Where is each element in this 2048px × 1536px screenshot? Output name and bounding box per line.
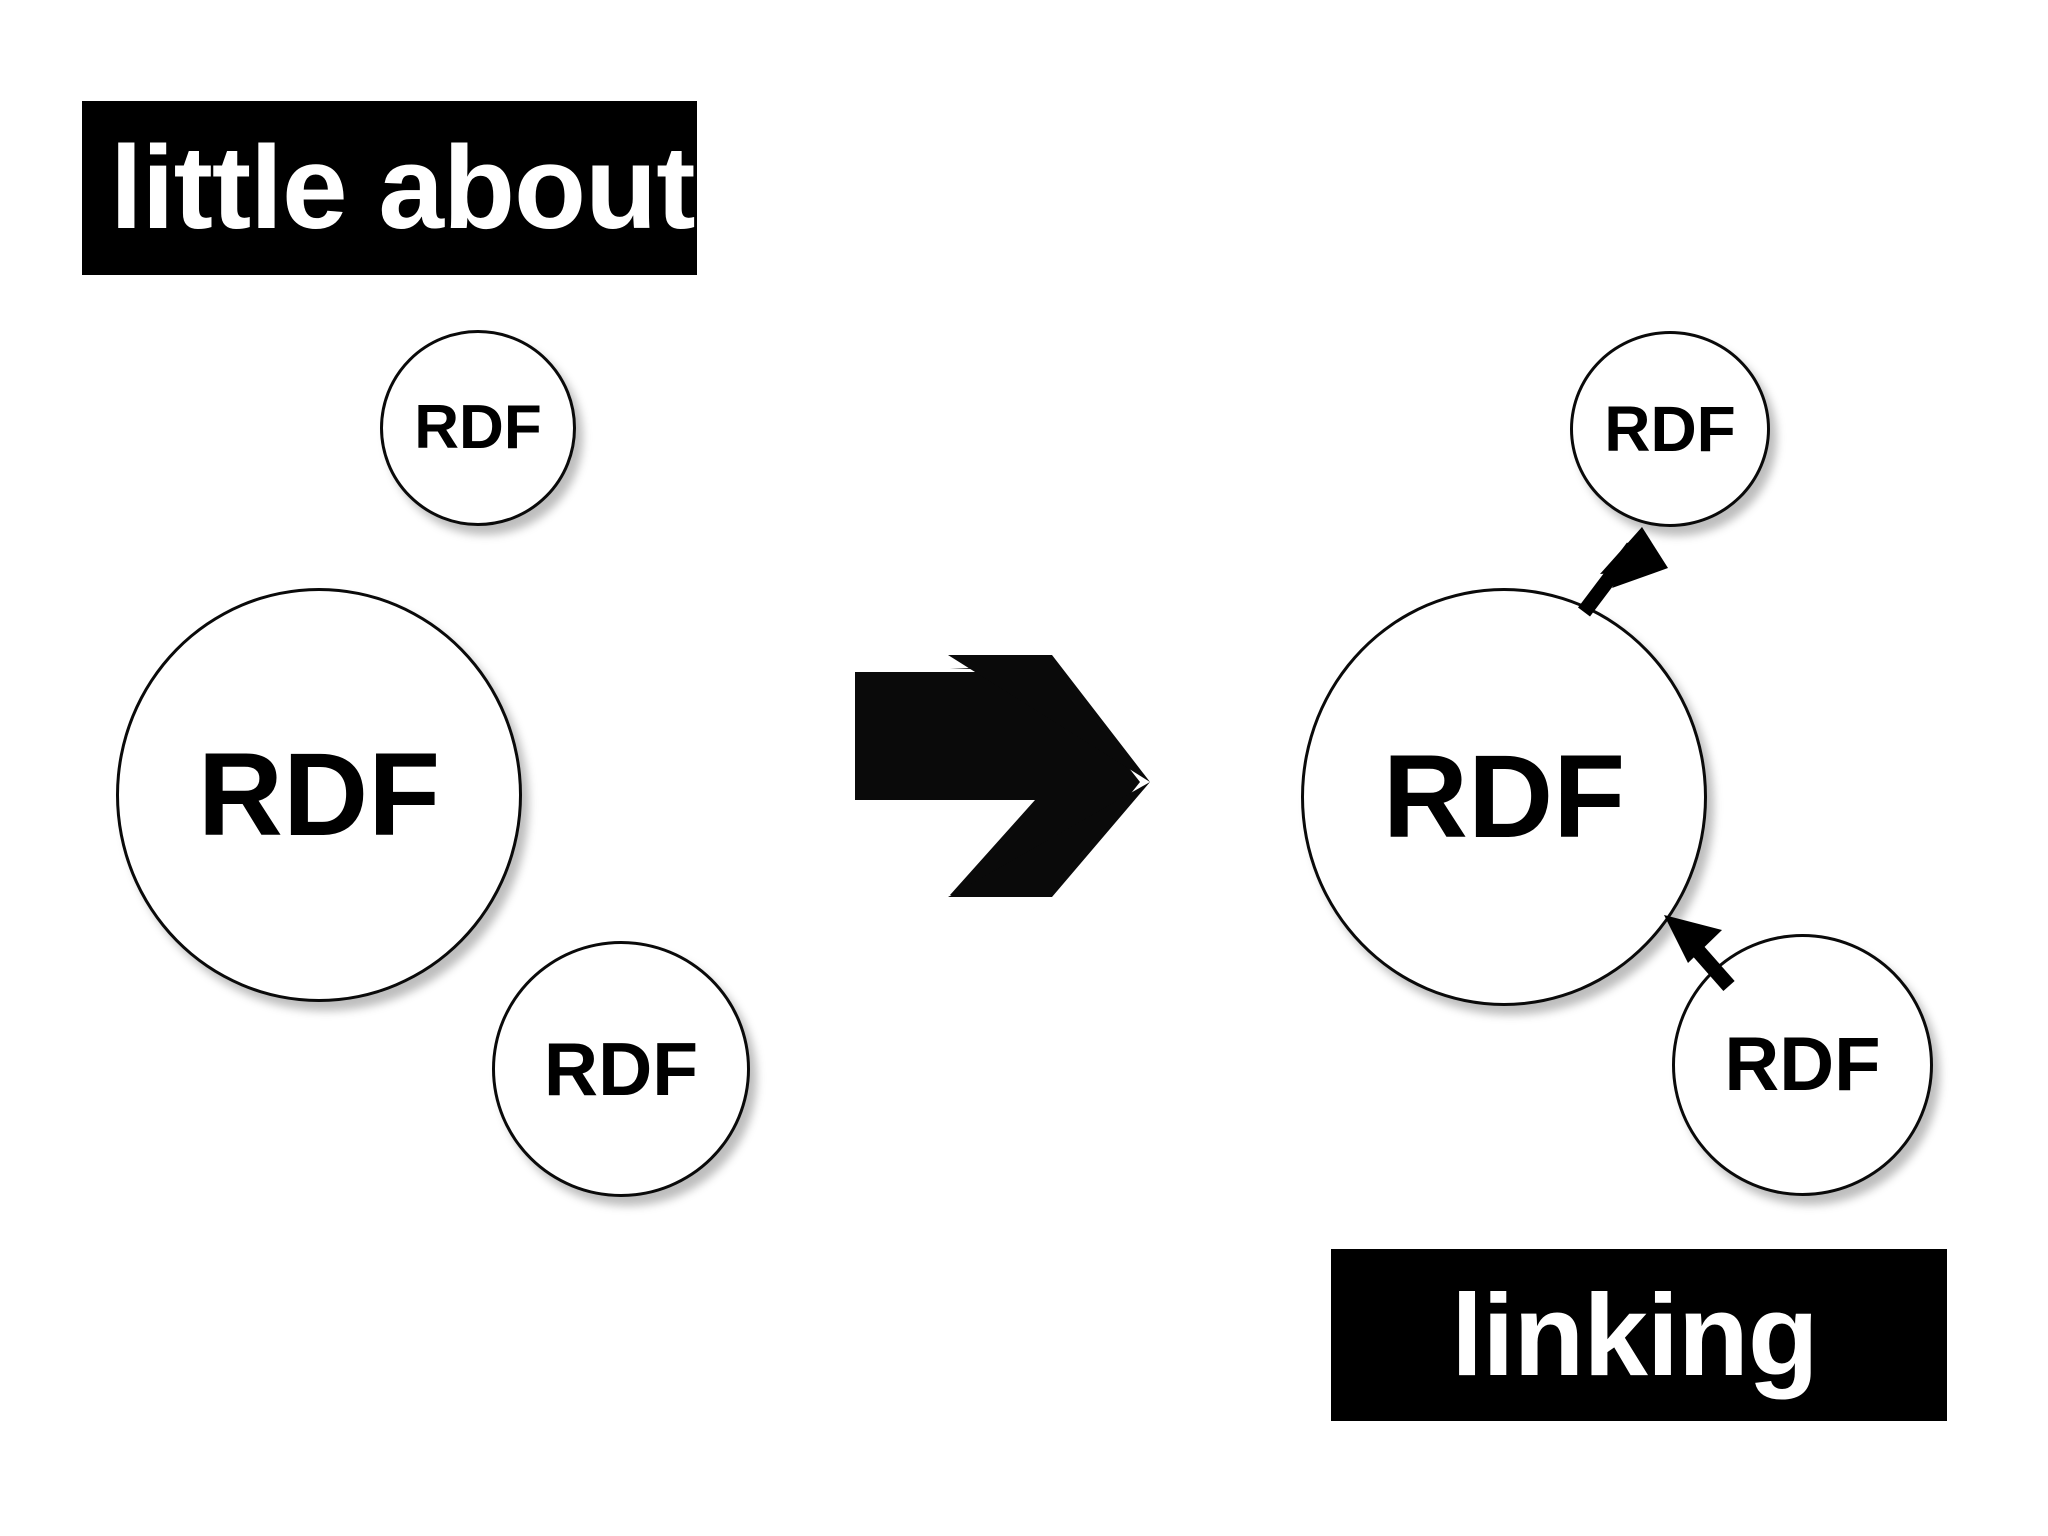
- rdf-node-left-medium: RDF: [492, 941, 750, 1197]
- rdf-node-left-small: RDF: [380, 330, 576, 526]
- caption-little-about-text: little about: [110, 122, 696, 254]
- right-arrow-icon-head: [948, 655, 1150, 897]
- rdf-node-label: RDF: [1724, 1022, 1881, 1107]
- link-arrow-big-to-top: [1578, 527, 1668, 617]
- rdf-node-label: RDF: [414, 393, 542, 462]
- rdf-node-right-small: RDF: [1570, 331, 1770, 527]
- link-arrow-bottom-to-big: [1664, 915, 1735, 991]
- arrowhead-icon: [1612, 527, 1668, 588]
- caption-linking-text: linking: [1451, 1270, 1819, 1400]
- caption-linking: linking: [1331, 1249, 1947, 1421]
- rdf-node-label: RDF: [1604, 393, 1736, 465]
- rdf-node-label: RDF: [543, 1026, 699, 1111]
- rdf-node-left-large: RDF: [116, 588, 522, 1002]
- rdf-node-label: RDF: [197, 729, 441, 861]
- rdf-node-right-large: RDF: [1301, 588, 1707, 1006]
- rdf-node-label: RDF: [1382, 731, 1626, 863]
- arrowhead-icon: [1664, 915, 1722, 963]
- caption-little-about: little about: [82, 101, 697, 275]
- rdf-node-right-medium: RDF: [1672, 934, 1933, 1196]
